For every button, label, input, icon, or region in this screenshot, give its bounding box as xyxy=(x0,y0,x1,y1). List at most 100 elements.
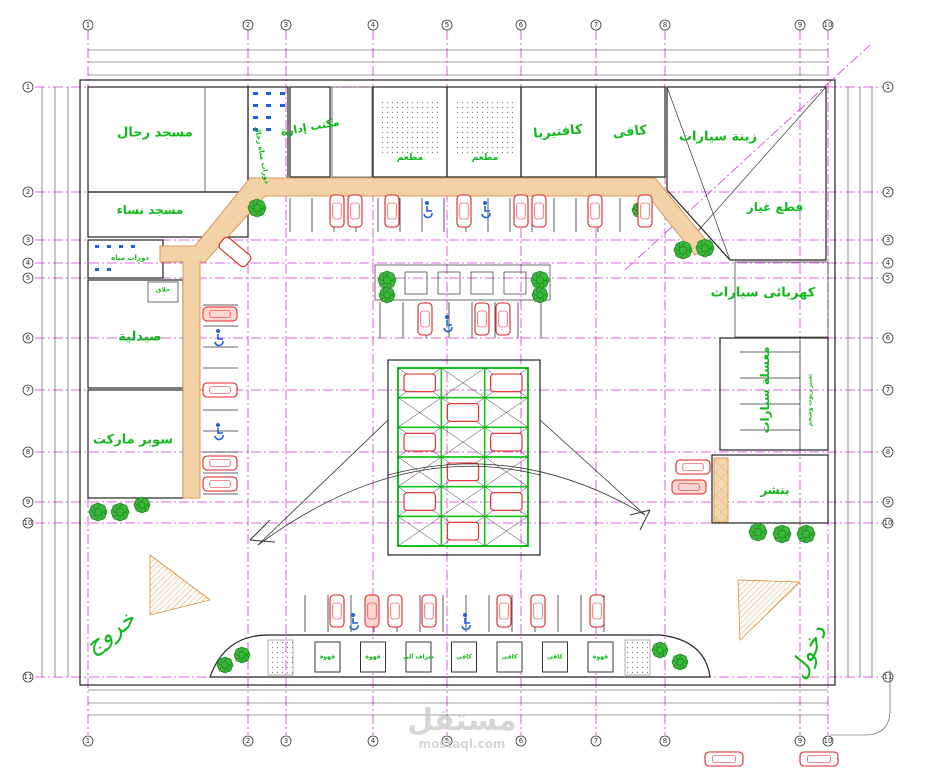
car-shape xyxy=(531,194,547,228)
label-mens-toilets: دورات مياه رجال xyxy=(253,126,271,185)
axis-label-col: 3 xyxy=(284,21,288,29)
car-shape xyxy=(587,194,603,228)
axis-bubble-row xyxy=(22,81,34,93)
watermark-brand: مستقل xyxy=(407,703,517,738)
axis-label-col: 6 xyxy=(519,21,524,29)
cell-cross xyxy=(397,456,442,487)
axis-bubble-row xyxy=(882,81,894,93)
site-boundary xyxy=(79,79,836,686)
car-window xyxy=(387,202,397,220)
axis-bubble-row xyxy=(22,186,34,198)
watermark: مستقل mostaql.com xyxy=(407,703,517,751)
car-window xyxy=(350,202,360,220)
kiosk-label: قهوة xyxy=(320,654,335,661)
axis-label-row: 2 xyxy=(26,188,30,196)
axis-bubble-row xyxy=(882,446,894,458)
car-shape xyxy=(202,382,238,398)
label-womens-toilets: دورات مياه xyxy=(111,254,149,262)
accessible-icon xyxy=(351,613,355,617)
car-window xyxy=(332,202,342,220)
kiosk-label: كافى xyxy=(547,654,563,661)
car-shape xyxy=(329,594,345,628)
axis-label-row: 11 xyxy=(24,673,33,681)
axis-bubble-row xyxy=(22,272,34,284)
axis-bubble-row xyxy=(22,496,34,508)
accessible-icon xyxy=(216,329,220,333)
car-shape xyxy=(495,302,511,336)
tree-icon xyxy=(651,641,669,659)
car-shape xyxy=(799,751,839,767)
car-window xyxy=(498,310,508,328)
cars xyxy=(202,194,839,767)
accessible-icon-path xyxy=(214,428,224,441)
accessible-icon-path xyxy=(481,206,491,219)
axis-bubble-row xyxy=(22,517,34,529)
kiosk-label: كافى xyxy=(456,654,472,661)
axis-label-row: 10 xyxy=(884,519,893,527)
car-shape xyxy=(403,432,436,452)
car-shape xyxy=(446,521,480,541)
axis-bubble-row xyxy=(22,384,34,396)
car-shape xyxy=(490,432,523,452)
car-window xyxy=(367,602,377,620)
axis-bubble-row xyxy=(882,332,894,344)
car-shape xyxy=(202,306,238,322)
label-cafe: كافى xyxy=(612,123,648,141)
car-shape xyxy=(329,194,345,228)
axis-label-row: 9 xyxy=(886,498,890,506)
cell-cross xyxy=(441,367,485,398)
axis-bubble-col xyxy=(515,735,527,747)
label-restaurant-2: مطعم xyxy=(472,153,498,163)
kiosk-label: صراف آلى xyxy=(403,652,434,661)
car-shape xyxy=(530,594,546,628)
car-window xyxy=(332,602,342,620)
kiosk xyxy=(587,641,614,673)
axis-label-row: 1 xyxy=(26,83,30,91)
axis-label-col: 8 xyxy=(663,21,667,29)
axis-label-col: 1 xyxy=(86,737,90,745)
axis-bubble-col xyxy=(822,735,834,747)
car-shape xyxy=(671,479,707,495)
axis-label-col: 3 xyxy=(284,737,288,745)
car-shape xyxy=(384,194,400,228)
car-shape xyxy=(446,462,480,482)
axis-bubble-col xyxy=(280,19,292,31)
car-window xyxy=(424,602,434,620)
accessible-icon xyxy=(463,613,467,617)
axis-label-row: 3 xyxy=(886,236,890,244)
axis-label-col: 6 xyxy=(519,737,524,745)
car-shape xyxy=(496,594,512,628)
tree-icon xyxy=(88,502,108,522)
tree-icon xyxy=(796,524,816,544)
label-spare-parts: قطع غيار xyxy=(746,200,803,214)
car-window xyxy=(209,480,231,488)
landscape-triangle-east xyxy=(737,579,801,641)
car-window xyxy=(533,602,543,620)
label-exit: خروج xyxy=(79,605,140,660)
kiosk xyxy=(360,641,386,673)
car-shape xyxy=(446,403,480,422)
axis-label-col: 2 xyxy=(246,21,250,29)
car-window xyxy=(682,463,704,471)
axis-label-col: 10 xyxy=(824,21,833,29)
accessible-icon xyxy=(216,423,220,427)
axis-label-row: 6 xyxy=(886,334,891,342)
axis-label-col: 5 xyxy=(445,737,449,745)
car-shape xyxy=(364,594,380,628)
accessible-icon xyxy=(445,315,449,319)
accessible-parking-icons xyxy=(214,201,491,631)
car-window xyxy=(459,202,469,220)
label-mens-mosque: مسجد رجال xyxy=(117,126,193,141)
cell-cross xyxy=(441,486,485,517)
tree-icon xyxy=(378,286,396,304)
kiosk xyxy=(542,641,568,673)
car-window xyxy=(499,602,509,620)
tree-icon xyxy=(233,646,251,664)
tree-icon xyxy=(247,198,267,218)
axis-label-row: 11 xyxy=(884,673,893,681)
axis-bubble-col xyxy=(82,19,94,31)
label-barber: حلاق xyxy=(156,287,170,294)
axis-bubble-row xyxy=(22,671,34,683)
kiosk-label: قهوة xyxy=(593,654,608,661)
